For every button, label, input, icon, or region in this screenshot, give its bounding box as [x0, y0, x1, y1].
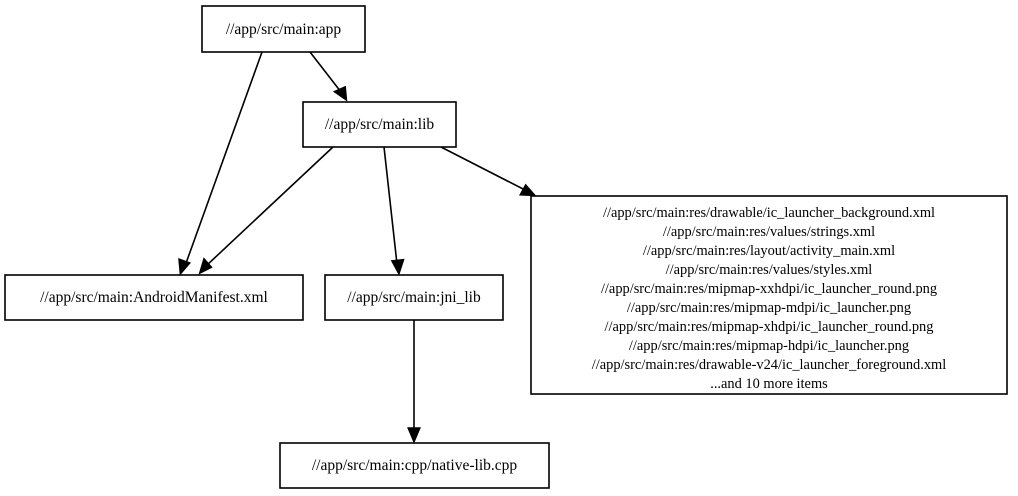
node-lib[interactable]: //app/src/main:lib [302, 101, 457, 148]
node-box[interactable] [324, 274, 504, 321]
node-box[interactable] [302, 101, 457, 148]
edge-line [383, 146, 398, 265]
node-label-androidmanifest: //app/src/main:AndroidManifest.xml [40, 289, 268, 306]
resources-line-5: //app/src/main:res/mipmap-xxhdpi/ic_laun… [601, 281, 937, 297]
edge-app-to-lib [309, 51, 348, 102]
resources-line-2: //app/src/main:res/values/strings.xml [663, 224, 875, 240]
resources-line-6: //app/src/main:res/mipmap-mdpi/ic_launch… [627, 300, 911, 316]
node-box[interactable] [530, 195, 1008, 395]
arrowhead-icon [332, 85, 348, 102]
resources-line-8: //app/src/main:res/mipmap-hdpi/ic_launch… [629, 338, 909, 354]
node-jni-lib[interactable]: //app/src/main:jni_lib [324, 274, 504, 321]
edge-lib-to-jni-lib [383, 146, 405, 276]
node-native-lib[interactable]: //app/src/main:cpp/native-lib.cpp [279, 442, 550, 489]
edge-line [440, 146, 528, 192]
node-box[interactable] [201, 5, 366, 53]
arrowhead-icon [519, 183, 537, 197]
resources-line-3: //app/src/main:res/layout/activity_main.… [643, 243, 895, 259]
resources-line-4: //app/src/main:res/values/styles.xml [666, 262, 873, 278]
edge-line [309, 51, 342, 93]
edge-line [184, 51, 263, 267]
edge-jni-lib-to-native-lib [407, 320, 421, 444]
node-androidmanifest[interactable]: //app/src/main:AndroidManifest.xml [4, 274, 304, 321]
arrowhead-icon [407, 427, 421, 444]
edge-app-to-androidmanifest [178, 51, 263, 276]
edge-lib-to-resources [440, 146, 537, 197]
node-app[interactable]: //app/src/main:app [201, 5, 366, 53]
node-box[interactable] [4, 274, 304, 321]
edge-line [205, 146, 334, 267]
resources-line-10: ...and 10 more items [710, 376, 828, 392]
arrowhead-icon [390, 258, 405, 276]
arrowhead-icon [178, 258, 192, 276]
node-label-jni-lib: //app/src/main:jni_lib [347, 289, 481, 306]
node-box[interactable] [279, 442, 550, 489]
edge-lib-to-androidmanifest [198, 146, 334, 275]
arrowhead-icon [198, 257, 213, 275]
node-label-native-lib: //app/src/main:cpp/native-lib.cpp [312, 457, 518, 474]
node-label-lib: //app/src/main:lib [325, 116, 435, 133]
resources-line-9: //app/src/main:res/drawable-v24/ic_launc… [592, 357, 946, 373]
node-resources[interactable]: //app/src/main:res/drawable/ic_launcher_… [530, 195, 1008, 395]
node-label-app: //app/src/main:app [226, 21, 342, 38]
resources-line-1: //app/src/main:res/drawable/ic_launcher_… [603, 205, 935, 221]
resources-line-7: //app/src/main:res/mipmap-xhdpi/ic_launc… [605, 319, 934, 335]
